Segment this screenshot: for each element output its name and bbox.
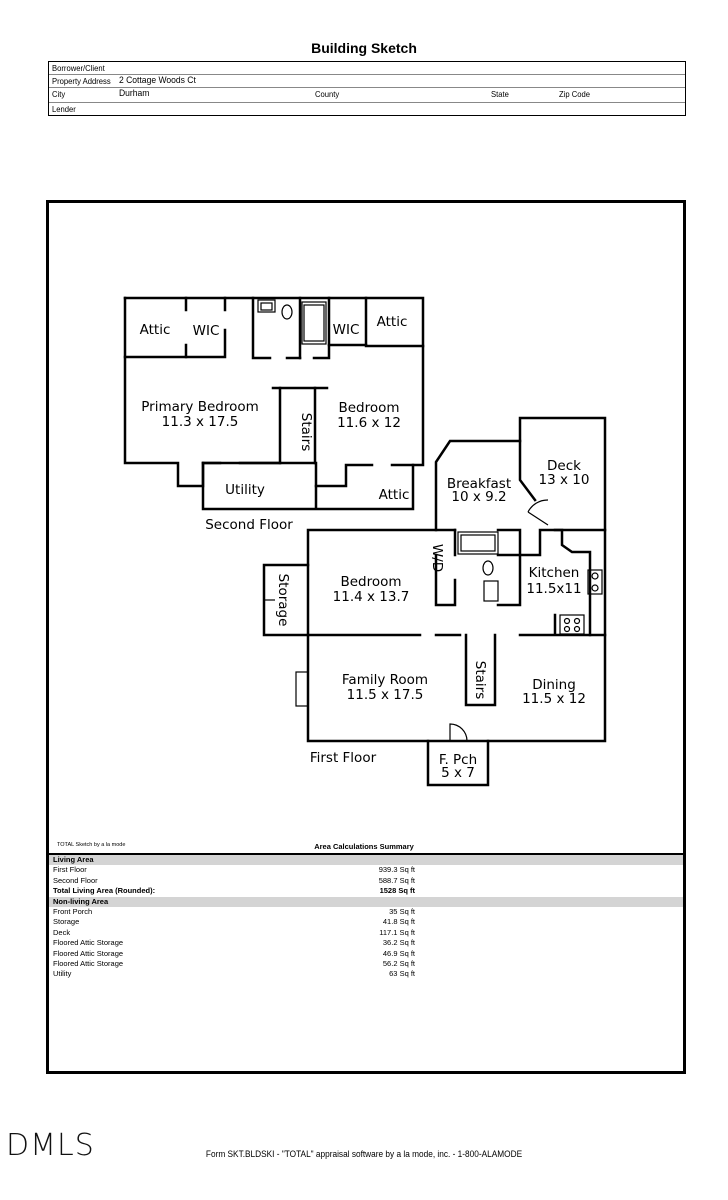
lender-row: Lender	[49, 103, 685, 116]
row-label: Second Floor	[53, 875, 98, 885]
row-value: 588.7 Sq ft	[378, 875, 415, 885]
property-address-value: 2 Cottage Woods Ct	[119, 75, 196, 86]
room-primary-bedroom: Primary Bedroom	[141, 399, 259, 415]
table-row: Deck 117.1 Sq ft	[49, 928, 683, 938]
row-value: 63 Sq ft	[389, 969, 415, 979]
room-bedroom-lower-dim: 11.4 x 13.7	[333, 589, 410, 605]
row-value: 56.2 Sq ft	[382, 958, 415, 968]
row-label: Floored Attic Storage	[53, 948, 124, 958]
room-kitchen: Kitchen	[529, 565, 580, 581]
nonliving-area-header: Non-living Area	[49, 896, 683, 907]
total-value: 1528 Sq ft	[379, 886, 415, 896]
room-dining-dim: 11.5 x 12	[522, 691, 586, 707]
room-bedroom-lower: Bedroom	[340, 574, 401, 590]
nonliving-area-label: Non-living Area	[53, 896, 109, 906]
living-area-label: Living Area	[53, 855, 94, 864]
room-stairs-lower: Stairs	[472, 661, 488, 699]
row-value: 35 Sq ft	[389, 906, 415, 916]
first-floor-label: First Floor	[310, 750, 377, 766]
room-primary-bedroom-dim: 11.3 x 17.5	[162, 414, 239, 430]
table-row: Floored Attic Storage 56.2 Sq ft	[49, 959, 683, 969]
room-attic-right: Attic	[377, 314, 408, 330]
row-label: Deck	[53, 927, 71, 937]
area-summary-title: Area Calculations Summary	[314, 842, 414, 851]
property-address-label: Property Address	[52, 76, 111, 86]
table-row: Front Porch 35 Sq ft	[49, 907, 683, 917]
row-value: 46.9 Sq ft	[382, 948, 415, 958]
lender-label: Lender	[52, 104, 76, 114]
sketch-frame	[46, 200, 686, 1074]
city-value: Durham	[119, 88, 150, 99]
room-stairs-upper: Stairs	[298, 413, 314, 451]
dmls-watermark-logo: DMLS	[6, 1128, 95, 1163]
room-front-porch-dim: 5 x 7	[441, 765, 475, 781]
row-label: Front Porch	[53, 906, 93, 916]
row-value: 36.2 Sq ft	[382, 938, 415, 948]
property-row: Property Address 2 Cottage Woods Ct	[49, 75, 685, 88]
property-header-box: Borrower/Client Property Address 2 Cotta…	[48, 61, 686, 116]
room-breakfast: Breakfast	[447, 476, 511, 492]
table-row: Utility 63 Sq ft	[49, 969, 683, 979]
area-summary-table: Living Area First Floor 939.3 Sq ft Seco…	[49, 853, 683, 1073]
city-row: City Durham County State Zip Code	[49, 88, 685, 103]
room-attic-bottom: Attic	[379, 487, 410, 503]
form-footer: Form SKT.BLDSKI - "TOTAL" appraisal soft…	[205, 1149, 523, 1159]
total-label: Total Living Area (Rounded):	[53, 886, 156, 896]
room-front-porch: F. Pch	[439, 752, 477, 768]
room-bedroom-upper-dim: 11.6 x 12	[337, 415, 401, 431]
room-deck: Deck	[547, 458, 581, 474]
table-row: Second Floor 588.7 Sq ft	[49, 876, 683, 886]
sketch-software-caption: TOTAL Sketch by a la mode	[57, 842, 126, 848]
room-wic-right: WIC	[333, 322, 360, 338]
second-floor-label: Second Floor	[205, 517, 293, 533]
zip-label: Zip Code	[559, 89, 591, 99]
borrower-row: Borrower/Client	[49, 62, 685, 75]
row-label: Floored Attic Storage	[53, 958, 124, 968]
room-kitchen-dim: 11.5x11	[526, 581, 581, 597]
room-dining: Dining	[532, 677, 576, 693]
room-family-room-dim: 11.5 x 17.5	[347, 687, 424, 703]
room-breakfast-dim: 10 x 9.2	[451, 489, 506, 505]
state-label: State	[491, 89, 509, 99]
table-row: Floored Attic Storage 46.9 Sq ft	[49, 949, 683, 959]
room-bedroom-upper: Bedroom	[338, 400, 399, 416]
row-value: 939.3 Sq ft	[378, 865, 415, 875]
row-label: First Floor	[53, 865, 87, 875]
room-family-room: Family Room	[342, 672, 428, 688]
room-utility: Utility	[225, 482, 265, 498]
borrower-label: Borrower/Client	[52, 63, 105, 73]
row-value: 41.8 Sq ft	[382, 917, 415, 927]
room-attic-left: Attic	[140, 322, 171, 338]
room-deck-dim: 13 x 10	[539, 472, 590, 488]
table-row: First Floor 939.3 Sq ft	[49, 865, 683, 875]
county-label: County	[315, 89, 340, 99]
row-label: Storage	[53, 917, 80, 927]
living-area-header: Living Area	[49, 855, 683, 866]
city-label: City	[52, 89, 66, 99]
row-label: Utility	[53, 969, 72, 979]
room-wic-left: WIC	[193, 323, 220, 339]
row-value: 117.1 Sq ft	[379, 927, 415, 937]
table-row: Floored Attic Storage 36.2 Sq ft	[49, 938, 683, 948]
total-living-area-row: Total Living Area (Rounded): 1528 Sq ft	[49, 886, 683, 896]
room-wd: W/D	[429, 544, 445, 572]
room-storage: Storage	[275, 574, 291, 627]
row-label: Floored Attic Storage	[53, 938, 124, 948]
table-row: Storage 41.8 Sq ft	[49, 917, 683, 927]
page-title: Building Sketch	[311, 40, 417, 56]
